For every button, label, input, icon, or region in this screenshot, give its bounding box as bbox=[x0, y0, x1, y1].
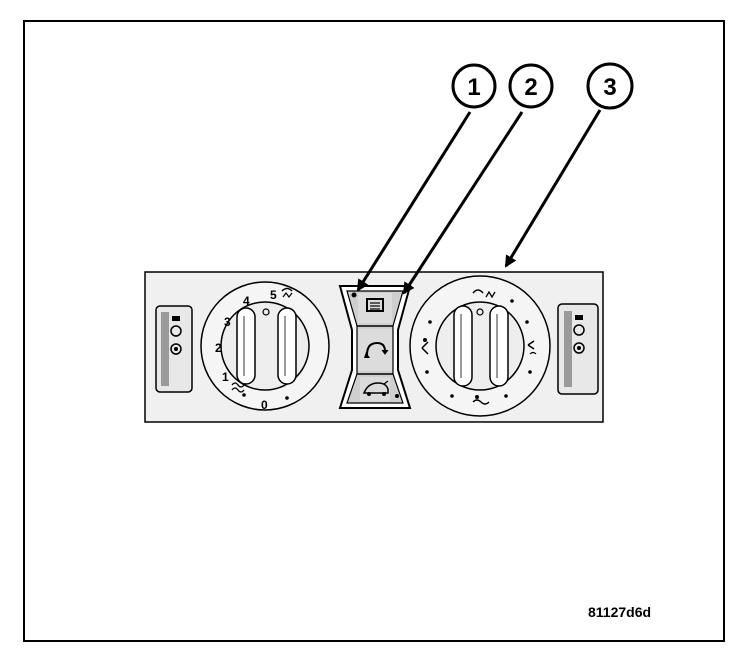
blower-speed-1: 1 bbox=[222, 370, 229, 384]
callout-1: 1 bbox=[451, 63, 497, 109]
leader-line-2 bbox=[402, 111, 524, 295]
blower-speed-3: 3 bbox=[224, 315, 231, 329]
leader-line-3 bbox=[504, 109, 602, 268]
callout-3-label: 3 bbox=[603, 74, 616, 101]
ac-icon bbox=[362, 380, 389, 396]
right-outlet bbox=[557, 303, 599, 395]
rear-defrost-icon bbox=[366, 298, 384, 312]
blower-speed-0: 0 bbox=[261, 398, 268, 412]
blower-speed-4: 4 bbox=[243, 294, 250, 308]
callout-2-label: 2 bbox=[524, 74, 537, 101]
bilevel-vent-icon bbox=[527, 340, 537, 355]
recirculation-icon bbox=[364, 341, 389, 358]
blower-speed-2: 2 bbox=[215, 341, 222, 355]
floor-defrost-icon bbox=[472, 395, 490, 405]
callout-2: 2 bbox=[508, 63, 554, 109]
floor-vent-icon bbox=[231, 382, 245, 393]
callout-3: 3 bbox=[586, 62, 634, 110]
diagram-frame bbox=[23, 20, 725, 642]
callout-1-label: 1 bbox=[467, 74, 480, 101]
ac-button[interactable] bbox=[360, 377, 390, 401]
panel-vent-icon bbox=[421, 338, 429, 355]
left-outlet bbox=[155, 305, 193, 393]
defrost-icon bbox=[472, 289, 496, 299]
leader-line-1 bbox=[356, 111, 472, 292]
recirculation-button[interactable] bbox=[358, 329, 392, 371]
rear-defrost-button[interactable] bbox=[358, 293, 392, 323]
mode-dial[interactable] bbox=[409, 275, 551, 417]
figure-id: 81127d6d bbox=[588, 604, 652, 620]
blower-speed-5: 5 bbox=[270, 288, 277, 302]
windshield-defrost-icon bbox=[281, 287, 293, 298]
blower-dial[interactable]: 5 4 3 2 1 0 bbox=[200, 281, 330, 412]
